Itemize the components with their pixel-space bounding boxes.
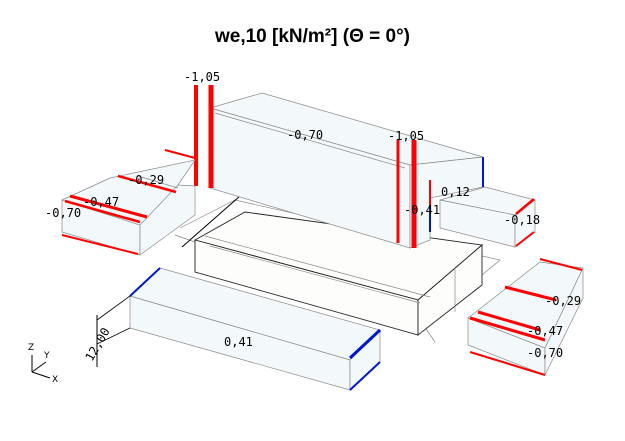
diagram-title: we,10 [kN/m²] (Θ = 0°) <box>214 26 410 47</box>
axis-z-label: Z <box>28 343 34 353</box>
label-right-box-2: -0,47 <box>527 324 563 338</box>
base-building <box>193 211 484 336</box>
right-mid-box <box>439 186 536 248</box>
load-labels: -1,05 -0,70 -1,05 0,12 -0,41 -0,18 -0,29… <box>45 70 581 360</box>
label-front-box: 0,41 <box>224 335 253 349</box>
label-right-mid-box: -0,18 <box>504 213 540 227</box>
label-wall-end-upper: 0,12 <box>441 185 470 199</box>
label-right-box-1: -0,29 <box>545 294 581 308</box>
label-wall-top-left: -1,05 <box>184 70 220 84</box>
axis-x-label: X <box>52 375 58 385</box>
label-left-box-1: -0,29 <box>128 173 164 187</box>
label-wall-face: -0,70 <box>287 128 323 142</box>
label-wall-top-right: -1,05 <box>388 129 424 143</box>
axis-triad: Z Y X <box>28 343 58 385</box>
label-left-box-3: -0,70 <box>45 206 81 220</box>
label-wall-end-lower: -0,41 <box>404 203 440 217</box>
left-boxes <box>61 149 196 256</box>
label-left-box-2: -0,47 <box>83 195 119 209</box>
front-box <box>129 267 382 391</box>
height-dimension: 12,00 <box>82 295 131 367</box>
right-boxes <box>467 258 584 376</box>
label-right-box-3: -0,70 <box>527 346 563 360</box>
dimension-label: 12,00 <box>82 325 112 363</box>
tall-wall <box>194 85 484 249</box>
axis-y-label: Y <box>43 351 50 361</box>
